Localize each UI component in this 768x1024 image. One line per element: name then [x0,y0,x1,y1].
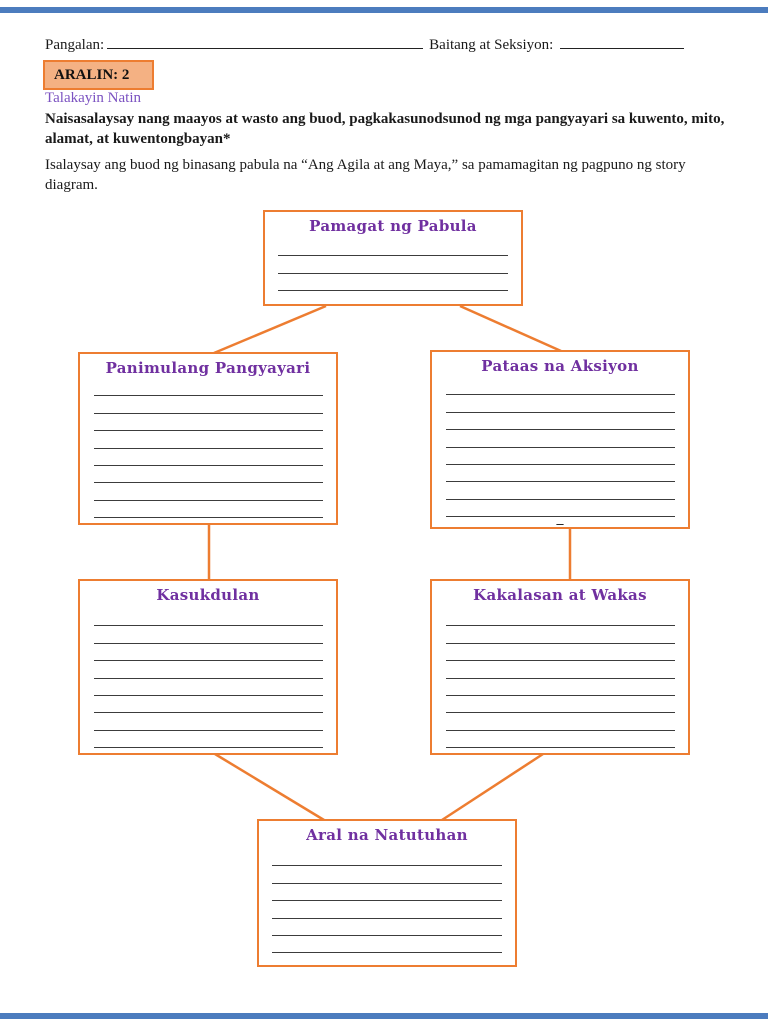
blank-write-line [446,626,675,644]
story-box-lesson-learned: Aral na Natutuhan [257,819,517,967]
blank-write-line [94,449,323,466]
blank-write-line [278,256,508,274]
blank-write-line [272,936,502,954]
blank-write-line [272,884,502,902]
blank-write-line [94,501,323,519]
blank-write-line [94,661,323,679]
box-title-kakalasan: Kakalasan at Wakas [473,586,647,604]
blank-write-line [446,713,675,731]
blank-write-line [446,395,675,413]
blank-write-line [446,609,675,627]
story-box-climax: Kasukdulan [78,579,338,755]
box-title-pamagat: Pamagat ng Pabula [309,217,477,235]
stray-underscore: _ [556,512,564,527]
story-box-title: Pamagat ng Pabula [263,210,523,306]
blank-write-line [94,731,323,749]
write-in-lines [278,239,508,292]
blank-write-line [272,919,502,936]
blank-write-line [94,431,323,449]
blank-write-line [446,482,675,500]
blank-write-line [446,465,675,483]
blank-write-line [94,644,323,662]
lesson-badge: ARALIN: 2 [43,60,154,90]
blank-write-line [94,679,323,696]
blank-write-line [446,500,675,518]
blank-write-line [446,413,675,431]
blank-write-line [278,274,508,292]
bottom-edge-bar [0,1013,768,1019]
blank-write-line [94,414,323,432]
blank-write-line [94,396,323,414]
connector-title-to-left [213,304,327,355]
connector-right-to-bottom [441,752,544,822]
blank-write-line [272,901,502,919]
instruction-text: Isalaysay ang buod ng binasang pabula na… [45,157,686,193]
blank-write-line [94,696,323,714]
story-box-falling-action-ending: Kakalasan at Wakas [430,579,690,755]
blank-write-line [446,430,675,448]
box-title-panimulang: Panimulang Pangyayari [105,359,311,377]
name-label: Pangalan: [45,37,105,53]
blank-write-line [446,448,675,465]
connector-left-to-bottom [214,752,325,822]
name-blank-line [107,34,424,49]
blank-write-line [272,849,502,867]
blank-write-line [94,483,323,501]
write-in-lines [94,609,323,749]
box-title-aral: Aral na Natutuhan [306,826,468,844]
connector-title-to-right [459,304,562,353]
write-in-lines [446,609,675,749]
blank-write-line [94,713,323,731]
box-title-kasukdulan: Kasukdulan [156,586,260,604]
objective-text: Naisasalaysay nang maayos at wasto ang b… [45,111,725,147]
write-in-lines [94,379,323,519]
write-in-lines [272,849,502,954]
grade-section-label: Baitang at Seksiyon: [429,37,554,53]
blank-write-line [278,239,508,257]
blank-write-line [446,661,675,679]
blank-write-line [446,731,675,749]
blank-write-line [446,696,675,714]
story-box-opening-events: Panimulang Pangyayari [78,352,338,525]
subheading: Talakayin Natin [45,90,141,106]
blank-write-line [446,378,675,396]
blank-write-line [272,866,502,884]
write-in-lines [446,378,675,518]
blank-write-line [94,379,323,397]
grade-section-blank-line [560,34,685,49]
name-section-row: Pangalan: Baitang at Seksiyon: [45,34,725,54]
story-box-rising-action: Pataas na Aksiyon _ [430,350,690,529]
top-edge-bar [0,7,768,13]
blank-write-line [94,466,323,484]
blank-write-line [94,626,323,644]
box-title-pataas: Pataas na Aksiyon [481,357,639,375]
blank-write-line [94,609,323,627]
blank-write-line [446,679,675,696]
blank-write-line [446,644,675,662]
